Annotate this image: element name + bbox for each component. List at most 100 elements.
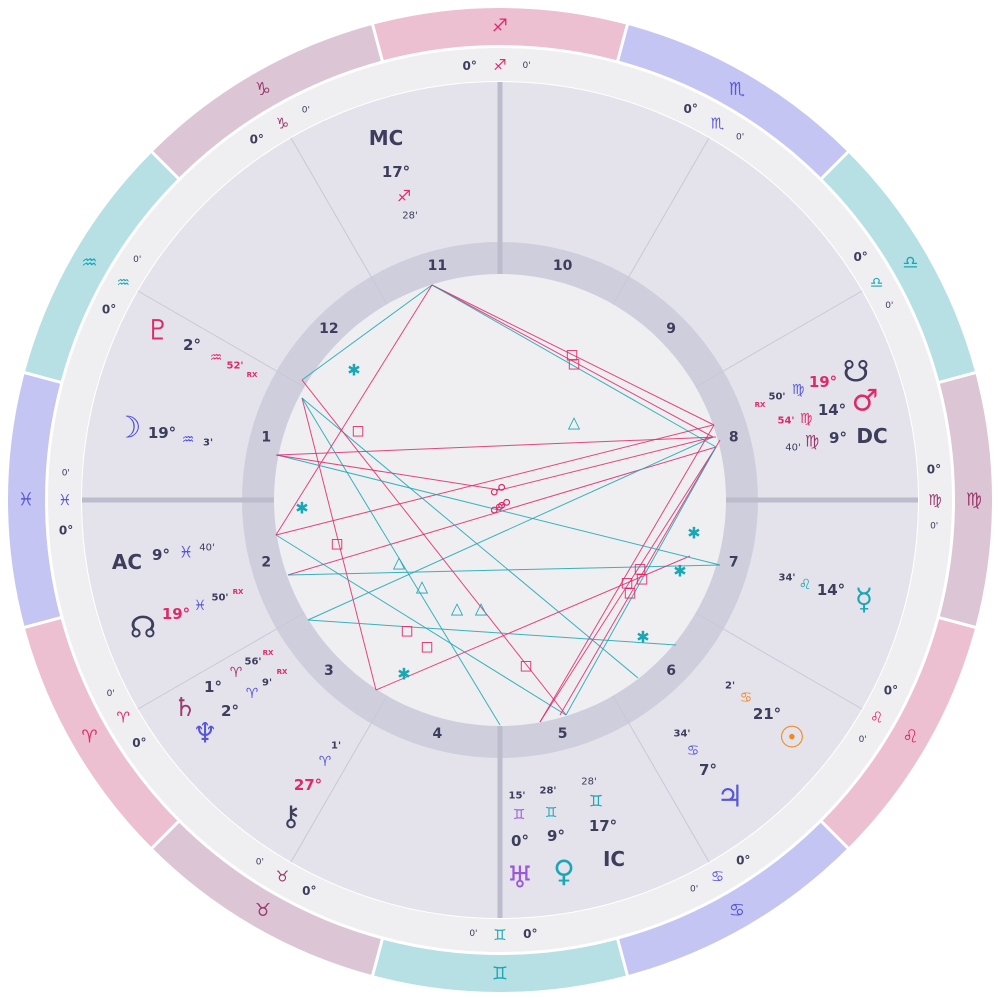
house-cusp-line bbox=[612, 695, 710, 863]
cusp-sign-icon: ♎ bbox=[870, 274, 883, 292]
jupiter-sign-icon: ♋ bbox=[687, 743, 700, 759]
cusp-minute: 0' bbox=[256, 858, 264, 868]
venus-icon: ♀ bbox=[553, 855, 575, 890]
sign-segment bbox=[372, 7, 628, 61]
aspect-line bbox=[301, 379, 567, 716]
sign-divider bbox=[615, 21, 630, 64]
trine-aspect-icon: △ bbox=[416, 577, 429, 596]
aspect-line bbox=[276, 454, 721, 566]
dc-degree: 9° bbox=[829, 429, 847, 447]
aspect-line bbox=[431, 284, 717, 448]
sign-glyph-icon: ♑ bbox=[255, 79, 271, 100]
sign-glyph-icon: ♊ bbox=[492, 964, 508, 985]
square-aspect-icon: ◻ bbox=[633, 559, 646, 578]
saturn-retrograde-badge: RX bbox=[263, 649, 274, 657]
cusp-sign-icon: ♏ bbox=[711, 114, 725, 132]
aspect-line bbox=[301, 397, 639, 679]
square-aspect-icon: ◻ bbox=[420, 637, 433, 656]
cusp-degree: 0° bbox=[523, 927, 537, 941]
sextile-aspect-icon: ✱ bbox=[673, 562, 686, 581]
saturn-icon: ♄ bbox=[173, 693, 196, 723]
cusp-degree: 0° bbox=[302, 884, 316, 898]
cusp-minute: 0' bbox=[736, 132, 744, 142]
sign-glyph-icon: ♌ bbox=[902, 727, 918, 748]
cusp-minute: 0' bbox=[62, 468, 70, 478]
house-cusp-line bbox=[612, 137, 710, 305]
neptune-degree: 2° bbox=[221, 702, 239, 720]
sun-icon: ☉ bbox=[779, 721, 806, 756]
sign-divider bbox=[370, 21, 385, 64]
mars-minute: 54' bbox=[778, 416, 795, 427]
mc-minute: 28' bbox=[402, 211, 417, 222]
venus-sign-icon: ♊ bbox=[545, 805, 558, 821]
ac-minute: 40' bbox=[199, 543, 214, 554]
cusp-degree: 0° bbox=[684, 102, 698, 116]
house-number: 11 bbox=[428, 258, 447, 274]
house-cusp-line bbox=[695, 612, 863, 710]
cusp-minute: 0' bbox=[469, 929, 477, 939]
house-number: 12 bbox=[319, 321, 338, 337]
dc-sign-icon: ♍ bbox=[805, 432, 819, 451]
cusp-minute: 0' bbox=[133, 255, 141, 265]
aspect-line bbox=[431, 284, 715, 426]
trine-aspect-icon: △ bbox=[568, 413, 581, 432]
neptune-retrograde-badge: RX bbox=[277, 668, 288, 676]
house-number: 1 bbox=[261, 429, 271, 445]
aspect-line bbox=[301, 397, 377, 691]
pluto-minute: 52' bbox=[227, 361, 244, 372]
sextile-aspect-icon: ✱ bbox=[295, 499, 308, 518]
cusp-degree: 0° bbox=[250, 132, 264, 146]
cusp-sign-icon: ♌ bbox=[870, 709, 883, 727]
pluto-degree: 2° bbox=[183, 336, 201, 354]
aspect-line bbox=[559, 439, 721, 716]
trine-aspect-icon: △ bbox=[475, 599, 488, 618]
square-aspect-icon: ◻ bbox=[635, 569, 648, 588]
jupiter-degree: 7° bbox=[699, 761, 717, 779]
square-aspect-icon: ◻ bbox=[330, 534, 343, 553]
house-cusp-line bbox=[290, 695, 388, 863]
square-aspect-icon: ◻ bbox=[567, 354, 580, 373]
cusp-degree: 0° bbox=[927, 463, 941, 477]
sun-degree: 21° bbox=[753, 705, 781, 723]
sign-divider bbox=[818, 818, 852, 852]
square-aspect-icon: ◻ bbox=[519, 656, 532, 675]
dc-label: DC bbox=[856, 424, 887, 448]
north-node-icon: ☊ bbox=[130, 611, 157, 646]
sign-glyph-icon: ♋ bbox=[729, 900, 745, 921]
aspect-line bbox=[565, 446, 717, 716]
sun-sign-icon: ♋ bbox=[740, 690, 753, 706]
aspect-line bbox=[287, 564, 721, 576]
square-aspect-icon: ◻ bbox=[623, 583, 636, 602]
sign-segment bbox=[821, 617, 976, 848]
sign-divider bbox=[936, 615, 979, 630]
cusp-sign-icon: ♐ bbox=[493, 56, 506, 74]
cusp-degree: 0° bbox=[736, 854, 750, 868]
jupiter-icon: ♃ bbox=[717, 780, 744, 815]
moon-sign-icon: ♒ bbox=[182, 432, 195, 448]
sign-divider bbox=[21, 615, 64, 630]
sign-segment bbox=[152, 821, 383, 976]
aspect-line bbox=[275, 454, 501, 491]
sign-divider bbox=[148, 818, 182, 852]
cusp-degree: 0° bbox=[102, 302, 116, 316]
aspect-line bbox=[375, 555, 691, 691]
ac-label: AC bbox=[112, 550, 142, 574]
house-number: 8 bbox=[729, 429, 739, 445]
cusp-minute: 0' bbox=[690, 884, 698, 894]
ic-degree: 17° bbox=[589, 817, 617, 835]
cusp-degree: 0° bbox=[132, 736, 146, 750]
ac-sign-icon: ♓ bbox=[179, 543, 193, 562]
neptune-icon: ♆ bbox=[192, 717, 217, 750]
square-aspect-icon: ◻ bbox=[620, 573, 633, 592]
sign-glyph-icon: ♐ bbox=[492, 16, 508, 37]
chiron-minute: 1' bbox=[331, 741, 341, 752]
cusp-sign-icon: ♍ bbox=[928, 491, 941, 509]
cusp-minute: 0' bbox=[885, 301, 893, 311]
mars-sign-icon: ♍ bbox=[800, 411, 813, 427]
ac-degree: 9° bbox=[152, 546, 170, 564]
house-cusp-line bbox=[290, 137, 388, 305]
chiron-degree: 27° bbox=[294, 776, 322, 794]
sign-glyph-icon: ♏ bbox=[729, 79, 745, 100]
house-number: 3 bbox=[324, 663, 334, 679]
mc-sign-icon: ♐ bbox=[397, 187, 411, 206]
